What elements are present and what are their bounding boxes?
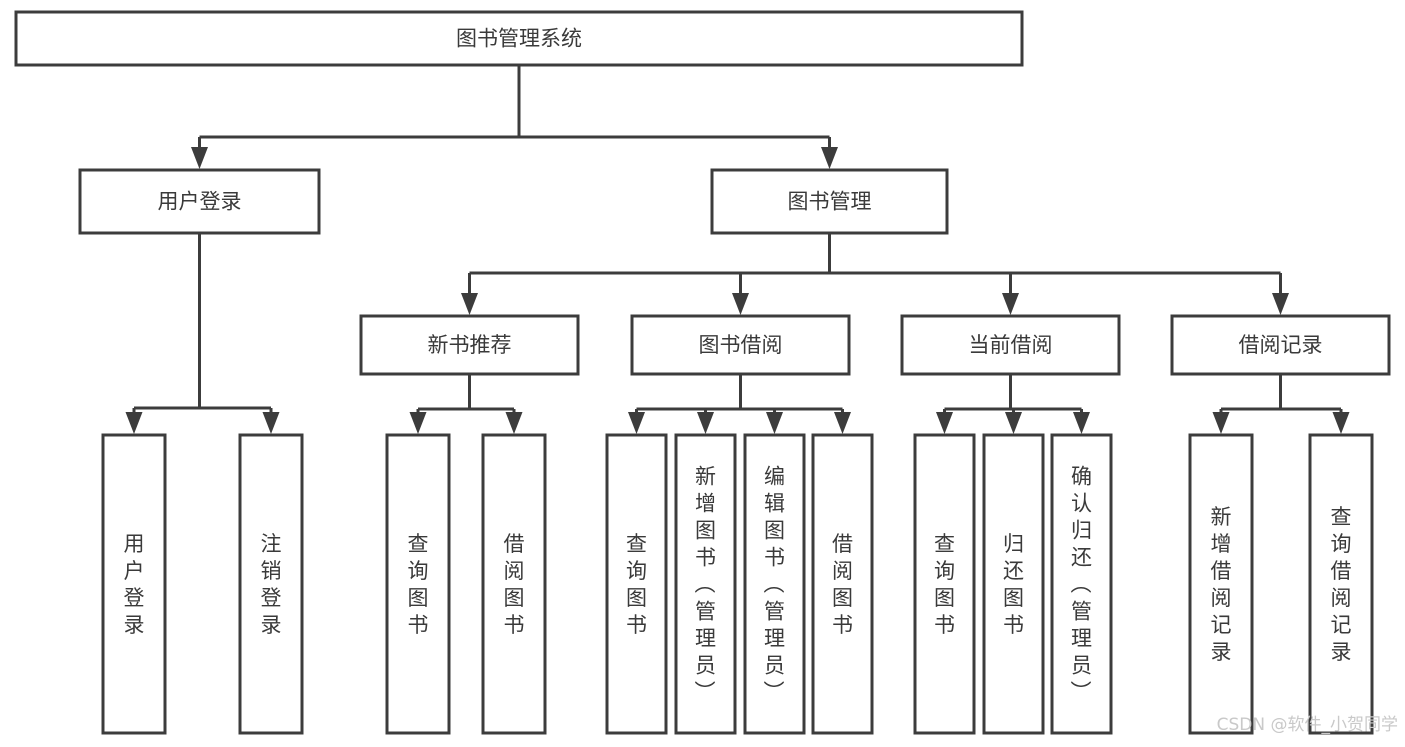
node-box — [630, 314, 851, 376]
node-box — [982, 433, 1045, 735]
diagram-node-leaf_8[interactable]: 查询图书 — [913, 433, 976, 735]
arrow-head-icon — [1272, 293, 1289, 315]
node-label: 借阅图书 — [504, 532, 525, 637]
diagram-node-leaf_10[interactable]: 确认归还（管理员） — [1050, 433, 1113, 735]
connectors-layer — [125, 65, 1350, 434]
node-box — [900, 314, 1121, 376]
node-box — [1188, 433, 1254, 735]
diagram-node-root[interactable]: 图书管理系统 — [14, 10, 1024, 67]
arrow-head-icon — [262, 412, 280, 434]
node-label: 借阅记录 — [1239, 333, 1323, 357]
arrow-head-icon — [1332, 412, 1350, 434]
node-label: 查询图书 — [626, 532, 647, 637]
node-box — [1308, 433, 1374, 735]
nodes-layer: 图书管理系统用户登录图书管理新书推荐图书借阅当前借阅借阅记录用户登录注销登录查询… — [14, 10, 1391, 735]
arrow-head-icon — [191, 147, 208, 169]
node-box — [78, 168, 321, 235]
node-label: 用户登录 — [158, 190, 242, 214]
node-box — [481, 433, 547, 735]
node-box — [913, 433, 976, 735]
diagram-node-leaf_11[interactable]: 新增借阅记录 — [1188, 433, 1254, 735]
node-label: 编辑图书（管理员） — [764, 465, 786, 705]
arrow-head-icon — [125, 412, 143, 434]
arrow-head-icon — [1002, 293, 1019, 315]
node-box — [674, 433, 737, 735]
node-box — [14, 10, 1024, 67]
diagram-node-leaf_1[interactable]: 注销登录 — [238, 433, 304, 735]
node-label: 图书管理系统 — [456, 27, 582, 51]
node-label: 当前借阅 — [969, 333, 1053, 357]
arrow-head-icon — [936, 412, 953, 434]
arrow-head-icon — [1073, 412, 1090, 434]
node-label: 确认归还（管理员） — [1071, 465, 1093, 705]
diagram-node-leaf_7[interactable]: 借阅图书 — [811, 433, 874, 735]
diagram-node-leaf_6[interactable]: 编辑图书（管理员） — [743, 433, 806, 735]
node-box — [605, 433, 668, 735]
node-label: 图书借阅 — [699, 333, 783, 357]
diagram-node-leaf_2[interactable]: 查询图书 — [385, 433, 451, 735]
diagram-node-l2_2[interactable]: 当前借阅 — [900, 314, 1121, 376]
diagram-node-l2_3[interactable]: 借阅记录 — [1170, 314, 1391, 376]
node-label: 归还图书 — [1003, 532, 1024, 637]
node-label: 图书管理 — [788, 190, 872, 214]
diagram-node-leaf_12[interactable]: 查询借阅记录 — [1308, 433, 1374, 735]
node-label: 新增借阅记录 — [1211, 505, 1232, 664]
arrow-head-icon — [834, 412, 851, 434]
diagram-node-l1_0[interactable]: 用户登录 — [78, 168, 321, 235]
diagram-node-leaf_3[interactable]: 借阅图书 — [481, 433, 547, 735]
csdn-watermark: CSDN @软件_小贺同学 — [1217, 715, 1398, 735]
node-box — [710, 168, 949, 235]
arrow-head-icon — [1005, 412, 1022, 434]
node-box — [359, 314, 580, 376]
arrow-head-icon — [821, 147, 838, 169]
arrow-head-icon — [1212, 412, 1230, 434]
node-label: 查询图书 — [934, 532, 955, 637]
node-box — [811, 433, 874, 735]
node-label: 新增图书（管理员） — [695, 465, 717, 705]
node-box — [743, 433, 806, 735]
diagram-node-leaf_9[interactable]: 归还图书 — [982, 433, 1045, 735]
node-box — [1050, 433, 1113, 735]
arrow-head-icon — [461, 293, 478, 315]
diagram-node-l1_1[interactable]: 图书管理 — [710, 168, 949, 235]
diagram-node-l2_0[interactable]: 新书推荐 — [359, 314, 580, 376]
node-label: 借阅图书 — [832, 532, 853, 637]
arrow-head-icon — [628, 412, 645, 434]
diagram-node-leaf_4[interactable]: 查询图书 — [605, 433, 668, 735]
arrow-head-icon — [409, 412, 427, 434]
node-label: 注销登录 — [261, 532, 282, 637]
node-box — [101, 433, 167, 735]
node-box — [1170, 314, 1391, 376]
node-label: 用户登录 — [124, 532, 145, 637]
node-box — [385, 433, 451, 735]
arrow-head-icon — [505, 412, 523, 434]
arrow-head-icon — [766, 412, 783, 434]
node-box — [238, 433, 304, 735]
arrow-head-icon — [732, 293, 749, 315]
node-label: 查询借阅记录 — [1331, 505, 1352, 664]
diagram-node-leaf_0[interactable]: 用户登录 — [101, 433, 167, 735]
diagram-node-leaf_5[interactable]: 新增图书（管理员） — [674, 433, 737, 735]
arrow-head-icon — [697, 412, 714, 434]
node-label: 查询图书 — [408, 532, 429, 637]
diagram-node-l2_1[interactable]: 图书借阅 — [630, 314, 851, 376]
node-label: 新书推荐 — [428, 333, 512, 357]
